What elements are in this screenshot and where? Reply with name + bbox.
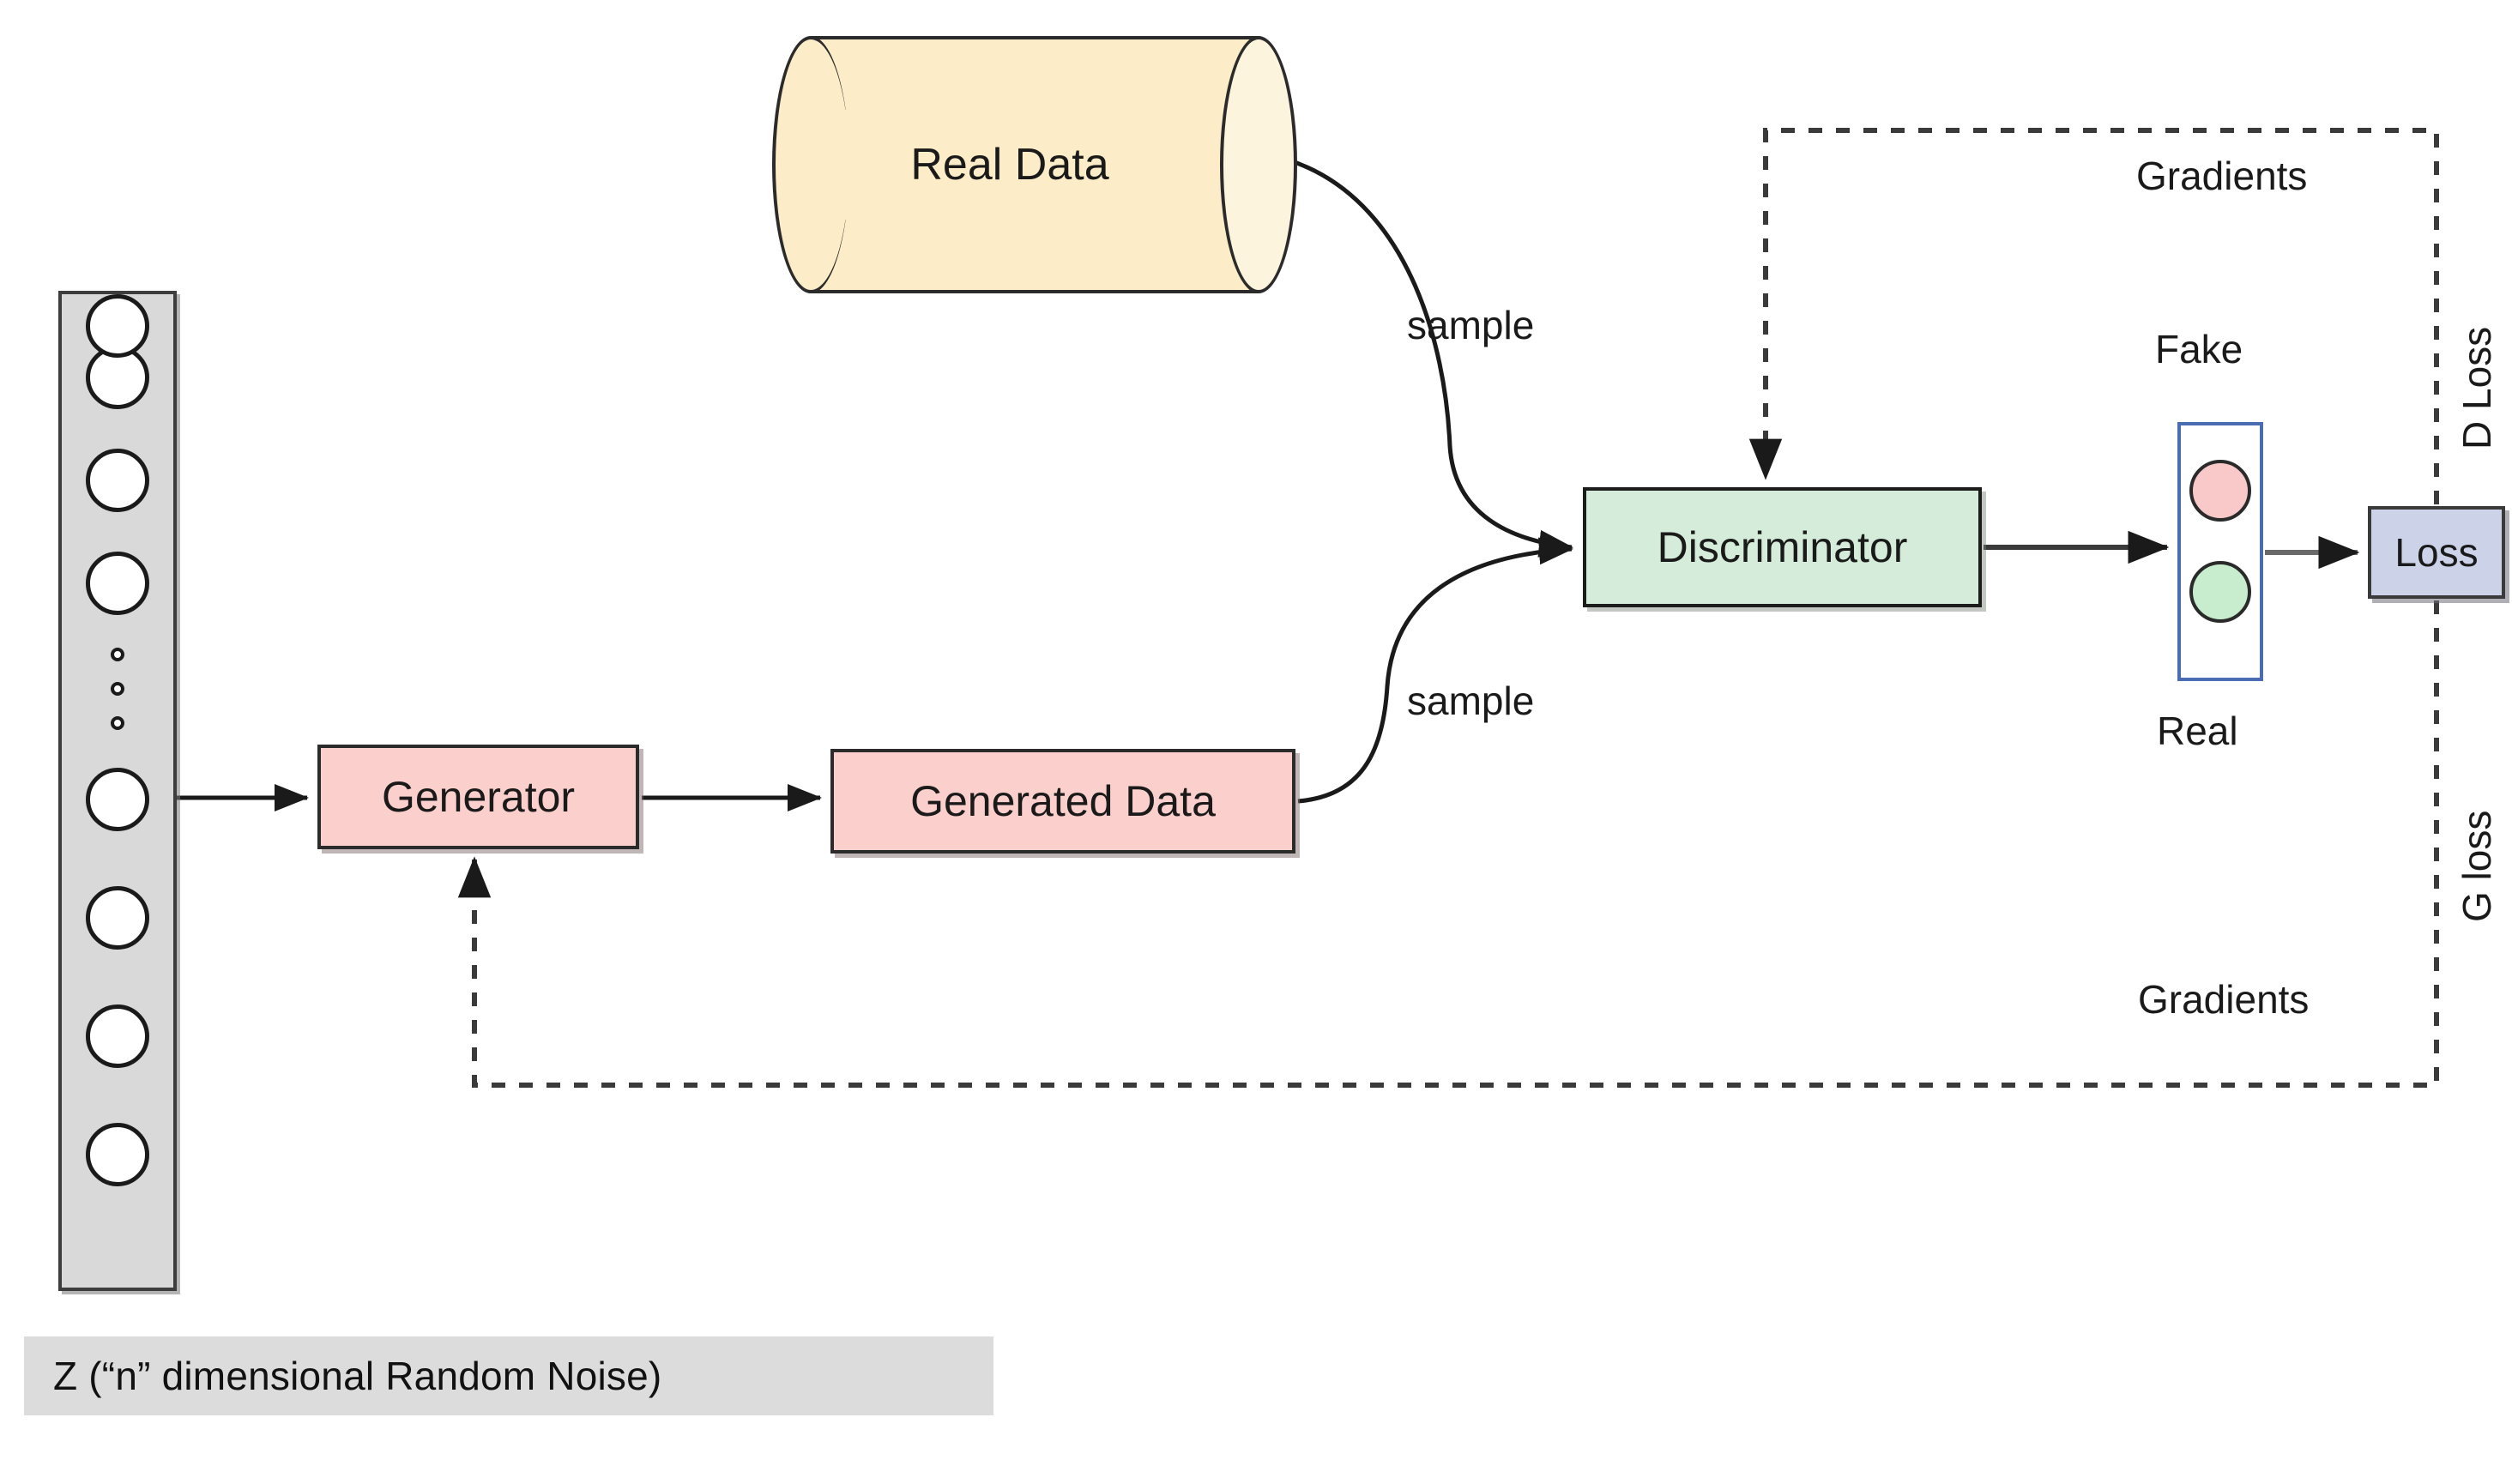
cylinder-right-cap [1220, 36, 1297, 293]
generated-data-node: Generated Data [830, 749, 1295, 854]
generator-label: Generator [381, 773, 576, 821]
sample-fake-label: sample [1407, 679, 1535, 723]
real-indicator-circle [2189, 561, 2251, 623]
noise-ellipsis-dot [111, 648, 124, 661]
noise-vector-column [58, 291, 177, 1291]
loss-node: Loss [2368, 506, 2505, 599]
real-data-label: Real Data [910, 140, 1109, 190]
noise-ellipsis-dot [111, 716, 124, 730]
discriminator-label: Discriminator [1657, 523, 1908, 571]
noise-ellipsis-dot [111, 682, 124, 696]
generator-node: Generator [317, 745, 639, 849]
edge-real-data-to-discriminator [1286, 157, 1573, 558]
noise-unit [86, 886, 149, 950]
noise-unit [86, 768, 149, 831]
sample-real-label: sample [1407, 303, 1535, 347]
loss-label: Loss [2394, 530, 2479, 575]
fake-indicator-circle [2189, 460, 2251, 522]
classifier-real-label: Real [2157, 709, 2238, 753]
noise-unit [86, 1004, 149, 1068]
noise-vector-caption: Z (“n” dimensional Random Noise) [24, 1336, 993, 1415]
noise-unit [86, 1123, 149, 1186]
classifier-fake-label: Fake [2155, 327, 2243, 371]
noise-unit [86, 552, 149, 615]
noise-unit [86, 294, 149, 358]
gradients-top-label: Gradients [2136, 154, 2308, 198]
d-loss-label: D Loss [2455, 326, 2499, 449]
edge-generated-data-to-discriminator [1297, 537, 1573, 804]
gradients-bottom-label: Gradients [2138, 977, 2310, 1022]
edge-d-loss-gradients [1748, 128, 2439, 504]
generated-data-label: Generated Data [910, 777, 1216, 825]
classifier-output-box [2177, 422, 2263, 681]
discriminator-node: Discriminator [1583, 487, 1982, 607]
cylinder-left-cap [772, 36, 849, 293]
g-loss-label: G loss [2455, 810, 2499, 922]
real-data-cylinder: Real Data [772, 36, 1297, 299]
cylinder-body [810, 36, 1258, 293]
noise-unit [86, 449, 149, 512]
